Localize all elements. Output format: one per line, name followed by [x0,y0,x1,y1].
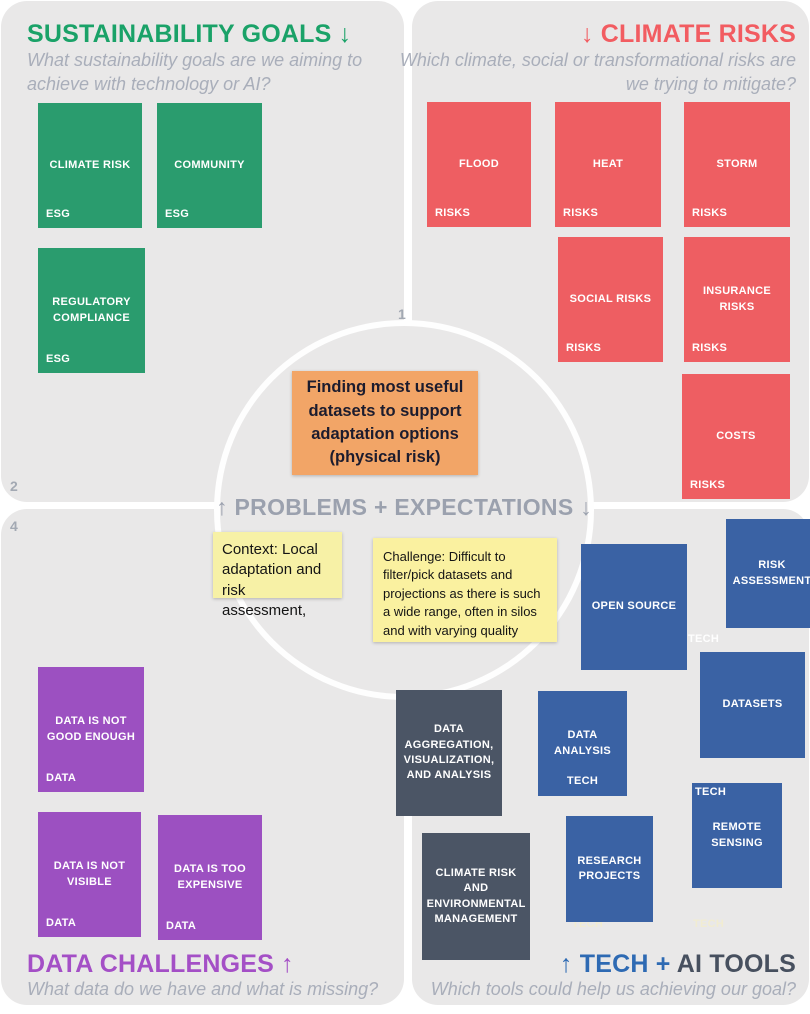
card-datasets[interactable]: DATASETS [700,652,805,758]
title-tech-rest: AI TOOLS [670,950,796,978]
card-community[interactable]: COMMUNITY ESG [157,103,262,228]
sticky-note-goal[interactable]: Finding most useful datasets to support … [292,371,478,475]
card-insurance-risks[interactable]: INSURANCE RISKS RISKS [684,237,790,362]
card-label: HEAT [592,157,624,170]
card-tag-data: DATA [166,919,197,932]
floating-tag-tech-remote-sensing: TECH [693,918,725,930]
card-label: COMMUNITY [174,158,245,171]
card-remote-sensing[interactable]: REMOTE SENSING TECH [692,783,782,888]
card-storm[interactable]: STORM RISKS [684,102,790,227]
card-open-source[interactable]: OPEN SOURCE [581,544,687,670]
center-title-problems-expectations: ↑ PROBLEMS + EXPECTATIONS ↓ [216,494,592,520]
card-label: DATA IS TOO EXPENSIVE [174,863,246,891]
card-label: CLIMATE RISK [49,158,131,171]
card-climate-risk[interactable]: CLIMATE RISK ESG [38,103,142,228]
card-label: DATA ANALYSIS [553,729,611,757]
marker-4: 4 [10,518,18,534]
card-tag-tech: TECH [695,786,727,798]
card-label: CLIMATE RISK AND ENVIRONMENTAL MANAGEMEN… [426,866,526,925]
title-climate-risks: ↓ CLIMATE RISKS [580,20,796,48]
sticky-note-context[interactable]: Context: Local adaptation and risk asses… [213,532,342,619]
card-social-risks[interactable]: SOCIAL RISKS RISKS [558,237,663,362]
floating-tag-tech-open-source: TECH [688,633,720,645]
title-sustainability-goals: SUSTAINABILITY GOALS ↓ [27,20,352,48]
card-data-not-visible[interactable]: DATA IS NOT VISIBLE DATA [38,812,141,937]
card-regulatory-compliance[interactable]: REGULATORY COMPLIANCE ESG [38,248,145,373]
sticky-note-challenge[interactable]: Challenge: Difficult to filter/pick data… [373,538,557,642]
card-label: REGULATORY COMPLIANCE [52,296,131,324]
card-tag-risks: RISKS [692,341,728,354]
card-label: OPEN SOURCE [591,600,677,613]
subtitle-data-challenges: What data do we have and what is missing… [27,979,379,999]
card-label: INSURANCE RISKS [702,285,772,313]
card-label: SOCIAL RISKS [569,292,652,305]
card-label: RESEARCH PROJECTS [577,854,642,882]
subtitle-climate-risks: Which climate, social or transformationa… [399,50,796,94]
card-data-too-expensive[interactable]: DATA IS TOO EXPENSIVE DATA [158,815,262,940]
card-label: REMOTE SENSING [711,821,763,849]
card-tag-esg: ESG [46,207,71,220]
card-risk-assessment[interactable]: RISK ASSESSMENT [726,519,810,628]
marker-2: 2 [10,478,18,494]
card-label: DATASETS [722,698,783,711]
card-tag-risks: RISKS [566,341,602,354]
card-costs[interactable]: COSTS RISKS [682,374,790,499]
card-tag-risks: RISKS [690,478,726,491]
card-tag-esg: ESG [165,207,190,220]
marker-1: 1 [398,306,406,322]
title-tech-accent: ↑ TECH + [559,950,671,978]
card-tag-tech: TECH [566,774,599,787]
title-tech-ai-tools: ↑ TECH + AI TOOLS [560,950,796,979]
card-tag-data: DATA [46,771,77,784]
card-label: DATA AGGREGATION, VISUALIZATION, AND ANA… [403,723,495,782]
subtitle-tech-ai-tools: Which tools could help us achieving our … [430,979,796,999]
card-label: STORM [716,157,758,170]
card-label: DATA IS NOT VISIBLE [53,860,126,888]
card-tag-data: DATA [46,916,77,929]
card-tag-risks: RISKS [692,206,728,219]
card-label: DATA IS NOT GOOD ENOUGH [46,715,136,743]
card-heat[interactable]: HEAT RISKS [555,102,661,227]
card-research-projects[interactable]: RESEARCH PROJECTS [566,816,653,922]
card-tag-risks: RISKS [563,206,599,219]
title-data-challenges: DATA CHALLENGES ↑ [27,950,294,978]
card-label: COSTS [716,429,756,442]
card-climate-risk-environmental-management[interactable]: CLIMATE RISK AND ENVIRONMENTAL MANAGEMEN… [422,833,530,960]
card-label: FLOOD [459,157,499,170]
card-data-aggregation-visualization-analysis[interactable]: DATA AGGREGATION, VISUALIZATION, AND ANA… [396,690,502,816]
card-label: RISK ASSESSMENT [732,559,810,587]
card-tag-esg: ESG [46,352,71,365]
card-data-not-good-enough[interactable]: DATA IS NOT GOOD ENOUGH DATA [38,667,144,792]
card-flood[interactable]: FLOOD RISKS [427,102,531,227]
card-data-analysis[interactable]: DATA ANALYSIS TECH [538,691,627,796]
card-tag-risks: RISKS [435,206,471,219]
subtitle-sustainability-goals: What sustainability goals are we aiming … [27,50,363,94]
